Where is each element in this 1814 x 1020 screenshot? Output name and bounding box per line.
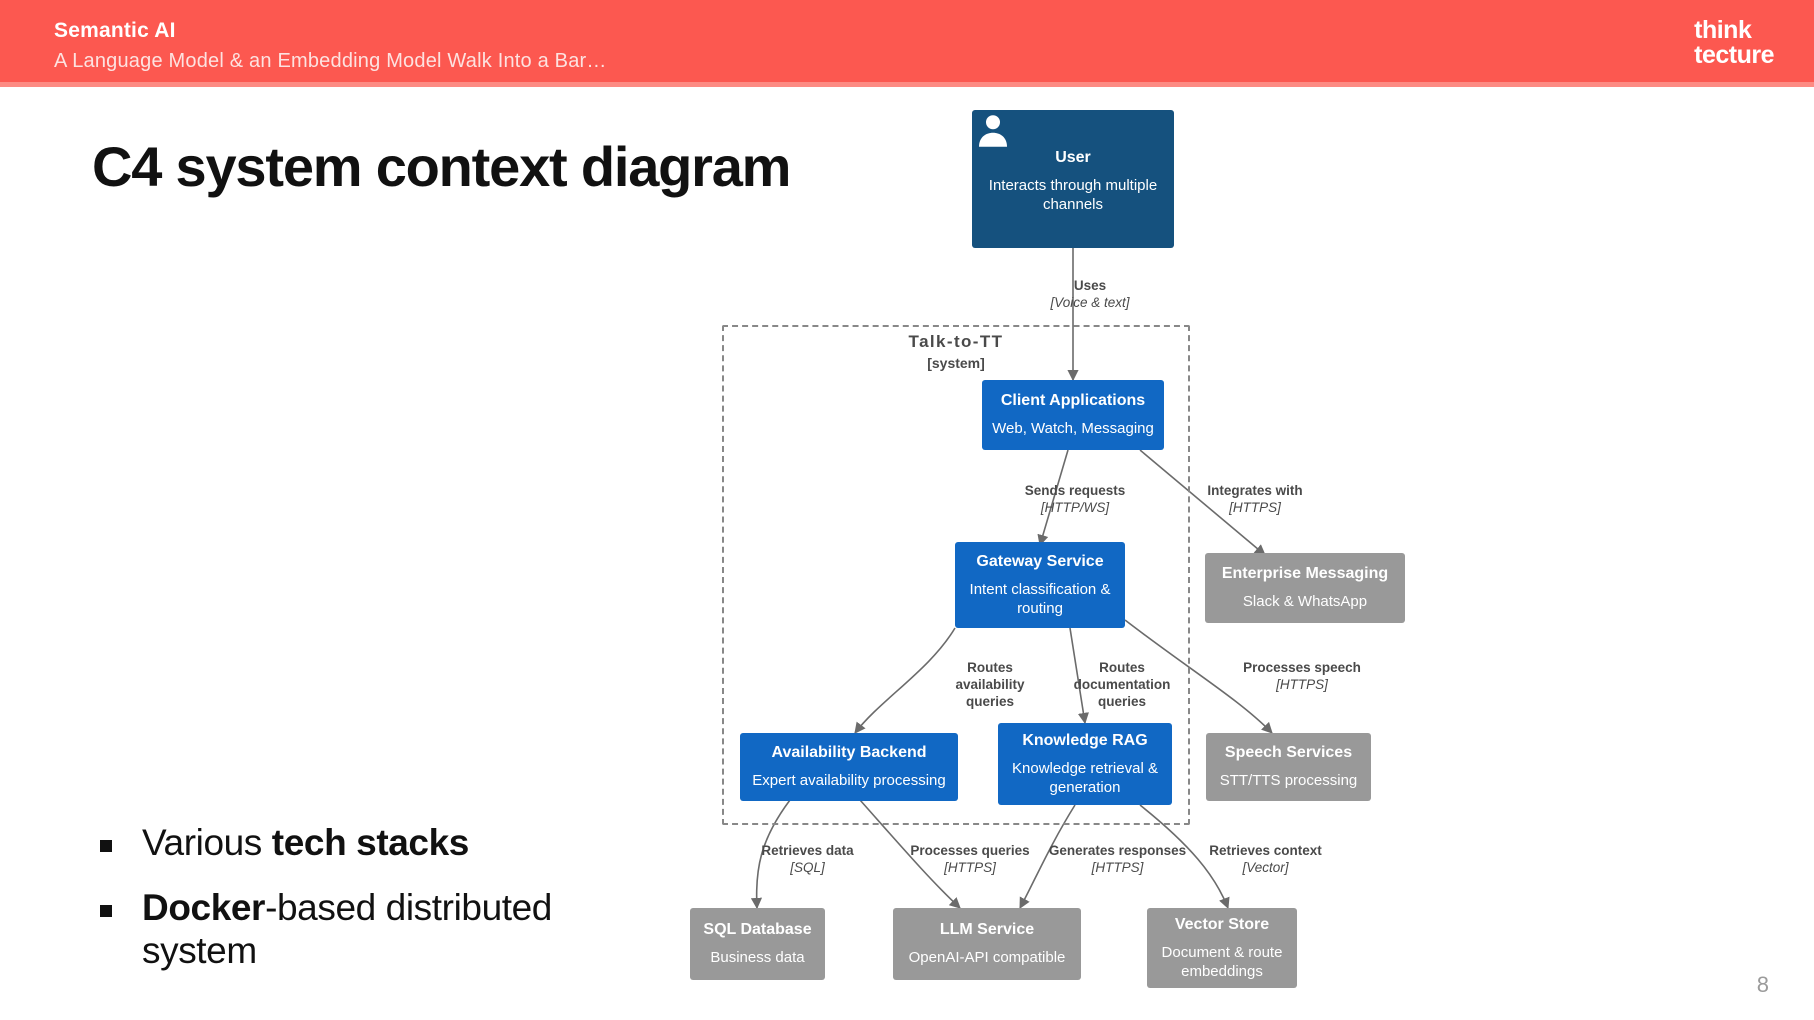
node-client-applications[interactable]: Client Applications Web, Watch, Messagin…	[982, 380, 1164, 450]
edge-label-client-messaging: Integrates with [HTTPS]	[1180, 483, 1330, 517]
edge-label-text: Uses	[1073, 278, 1107, 293]
node-user[interactable]: User Interacts through multiple channels	[972, 110, 1174, 248]
node-enterprise-messaging[interactable]: Enterprise Messaging Slack & WhatsApp	[1205, 553, 1405, 623]
thinktecture-logo: think tecture	[1694, 18, 1774, 68]
edge-label-text: Processes speech	[1243, 660, 1361, 675]
edge-label-tech: [HTTPS]	[944, 859, 996, 875]
node-sql-database[interactable]: SQL Database Business data	[690, 908, 825, 980]
edge-label-text: Integrates with	[1207, 483, 1303, 498]
node-title: LLM Service	[939, 921, 1035, 939]
edge-label-gateway-speech: Processes speech [HTTPS]	[1228, 660, 1376, 694]
header-bar	[0, 0, 1814, 82]
header-title: Semantic AI	[54, 19, 176, 42]
node-title: Enterprise Messaging	[1221, 565, 1389, 583]
bullet-square-icon	[100, 904, 112, 917]
node-knowledge-rag[interactable]: Knowledge RAG Knowledge retrieval & gene…	[998, 723, 1172, 805]
edge-label-text: Retrieves context	[1209, 843, 1322, 858]
edge-label-tech: [HTTPS]	[1276, 676, 1328, 692]
edge-label-text: Processes queries	[910, 843, 1030, 858]
header-underline	[0, 82, 1814, 87]
node-description: Business data	[710, 949, 805, 967]
logo-line-1: think	[1694, 16, 1752, 44]
edge-label-text: Retrieves data	[761, 843, 854, 858]
list-item: Docker-based distributed system	[100, 887, 620, 973]
edge-label-tech: [Voice & text]	[1050, 294, 1130, 310]
node-gateway-service[interactable]: Gateway Service Intent classification & …	[955, 542, 1125, 628]
node-description: STT/TTS processing	[1219, 772, 1358, 790]
bullet-text: Docker-based distributed system	[142, 886, 552, 971]
bullet-list: Various tech stacks Docker-based distrib…	[100, 822, 620, 995]
node-availability-backend[interactable]: Availability Backend Expert availability…	[740, 733, 958, 801]
list-item: Various tech stacks	[100, 822, 620, 865]
bullet-text: Various tech stacks	[142, 822, 469, 863]
node-title: Speech Services	[1224, 744, 1353, 762]
edge-label-rag-llm: Generates responses [HTTPS]	[1035, 843, 1200, 877]
edge-label-availability-sql: Retrieves data [SQL]	[740, 843, 875, 877]
edge-label-text: Generates responses	[1048, 843, 1187, 858]
header-subtitle: A Language Model & an Embedding Model Wa…	[54, 50, 607, 72]
node-description: Web, Watch, Messaging	[992, 420, 1154, 438]
edge-label-tech: [HTTPS]	[1229, 499, 1281, 515]
edge-label-tech: [HTTPS]	[1091, 859, 1144, 875]
node-vector-store[interactable]: Vector Store Document & route embeddings	[1147, 908, 1297, 988]
node-title: Client Applications	[1000, 392, 1146, 410]
node-title: Gateway Service	[976, 552, 1104, 570]
node-description: Document & route embeddings	[1161, 943, 1283, 980]
bullet-square-icon	[100, 840, 112, 852]
node-description: OpenAI-API compatible	[908, 949, 1066, 967]
node-speech-services[interactable]: Speech Services STT/TTS processing	[1206, 733, 1371, 801]
node-title: Knowledge RAG	[1022, 731, 1148, 749]
node-description: Intent classification & routing	[969, 580, 1111, 617]
logo-line-2: tecture	[1694, 41, 1774, 69]
node-description: Knowledge retrieval & generation	[1012, 759, 1158, 796]
node-description: Interacts through multiple channels	[988, 176, 1158, 213]
node-llm-service[interactable]: LLM Service OpenAI-API compatible	[893, 908, 1081, 980]
page-title: C4 system context diagram	[92, 135, 791, 198]
edge-label-tech: [SQL]	[790, 859, 825, 875]
edge-label-tech: [Vector]	[1242, 859, 1289, 875]
node-title: SQL Database	[703, 921, 812, 939]
edge-label-availability-llm: Processes queries [HTTPS]	[895, 843, 1045, 877]
node-title: Availability Backend	[771, 744, 927, 762]
system-boundary	[722, 325, 1190, 825]
edge-label-rag-vector: Retrieves context [Vector]	[1188, 843, 1343, 877]
node-title: Vector Store	[1174, 915, 1270, 933]
node-description: Slack & WhatsApp	[1242, 593, 1368, 611]
page-number: 8	[1756, 972, 1769, 997]
edge-label-user-client: Uses [Voice & text]	[1020, 278, 1160, 312]
node-title: User	[1055, 148, 1091, 166]
node-description: Expert availability processing	[752, 772, 946, 790]
